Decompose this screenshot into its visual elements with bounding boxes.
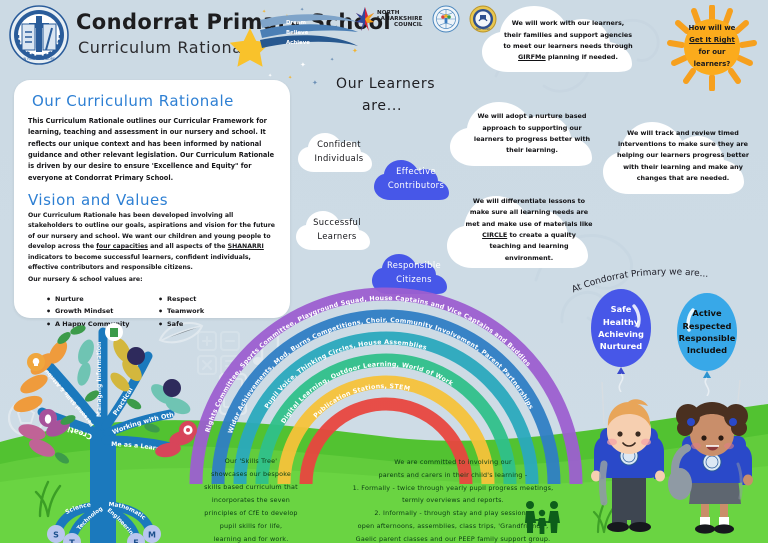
list-item: Safe <box>158 317 268 332</box>
statement-cloud-differentiate: We will differentiate lessons to make su… <box>444 186 614 274</box>
sparkle-icon: ✦ <box>288 75 293 81</box>
sun-icon <box>664 4 760 92</box>
vision-paragraph-c: indicators to become successful learners… <box>28 253 251 271</box>
statement-text: We will differentiate lessons to make su… <box>465 196 593 262</box>
sparkle-icon: ✦ <box>352 47 358 55</box>
skills-tree-diagram: S T M E Science Technology Engineering M… <box>0 302 208 543</box>
balloon-shanarri-left: Safe Healthy Achieving Nurtured <box>590 288 652 392</box>
pupils-illustration <box>588 352 768 543</box>
values-list: Nurture Growth Mindset A Happy Community… <box>28 292 277 333</box>
north-lanarkshire-council-logo: NORTH LANARKSHIRE COUNCIL <box>356 7 423 31</box>
statement-cloud-girfme: We will work with our learners, their fa… <box>478 0 658 78</box>
statement-text: We will work with our learners, their fa… <box>503 19 633 62</box>
four-capacities-link[interactable]: four capacities <box>96 243 148 251</box>
svg-text:Achieve: Achieve <box>286 40 310 46</box>
svg-text:IN FIDE ET LABORE: IN FIDE ET LABORE <box>23 57 55 61</box>
learners-heading-line2: are... <box>362 98 403 114</box>
values-intro: Our nursery & school values are: <box>28 276 143 284</box>
stem-branch-label: Mathematics <box>2 308 147 522</box>
sparkle-icon: ✦ <box>262 9 267 15</box>
balloon-text: Safe Healthy Achieving Nurtured <box>598 304 644 352</box>
pupil-girl <box>668 379 753 534</box>
list-item: A Happy Community <box>46 317 158 332</box>
family-icon <box>522 500 562 534</box>
tree-fruit-berries-icon <box>163 379 181 397</box>
list-item: Respect <box>158 292 268 307</box>
council-logo-text: NORTH LANARKSHIRE COUNCIL <box>377 9 423 29</box>
stem-letter: S <box>53 531 59 540</box>
vision-values-heading: Vision and Values <box>28 190 169 209</box>
pupil-boy <box>591 381 665 532</box>
sparkle-icon: ✦ <box>312 79 318 87</box>
sparkle-icon: ✦ <box>300 7 305 13</box>
rainbow-opportunities: Rights Committee, Sports Committee, Play… <box>186 286 586 486</box>
svg-text:Dream: Dream <box>286 20 306 26</box>
sparkle-icon: ✦ <box>300 61 306 69</box>
gaelic-school-seal: SCOTLAND <box>469 5 497 33</box>
shanarri-link[interactable]: SHANARRI <box>227 243 264 251</box>
stem-letter: T <box>69 539 75 543</box>
stem-letter: M <box>148 531 156 540</box>
vision-paragraph-a: Our Curriculum Rationale has been develo… <box>28 211 275 251</box>
list-item: Nurture <box>46 292 158 307</box>
cloud-shape <box>370 248 458 298</box>
cloud-shape <box>296 128 382 176</box>
cloud-shape <box>444 186 614 274</box>
partner-logos: NORTH LANARKSHIRE COUNCIL SCOTLAND <box>356 5 497 33</box>
school-crest-logo: IN FIDE ET LABORE <box>8 4 70 66</box>
tree-leaves <box>13 325 195 464</box>
stem-letter: E <box>133 539 138 543</box>
rationale-paragraph: This Curriculum Rationale outlines our C… <box>28 116 277 184</box>
list-item: Teamwork <box>158 305 268 320</box>
values-column-two: Respect Teamwork Safe <box>158 292 268 333</box>
sparkle-icon: ✦ <box>316 19 322 27</box>
cloud-shape <box>478 0 658 78</box>
rationale-quote: 'Excellence and Equity" <box>151 162 239 171</box>
star-icon <box>228 26 272 68</box>
values-column-one: Nurture Growth Mindset A Happy Community <box>46 292 158 333</box>
balloon-shanarri-right: Active Respected Responsible Included <box>676 292 738 396</box>
cloud-shape <box>600 112 766 200</box>
sparkle-icon: ✦ <box>268 73 273 79</box>
balloon-arc-caption: At Condorrat Primary we are... <box>560 266 768 300</box>
branch-label-managing-information: Managing Information <box>96 342 103 417</box>
statement-text: We will track and review timed intervent… <box>616 128 750 183</box>
list-item: Growth Mindset <box>46 305 158 320</box>
rationale-paragraph-b: for everyone at Condorrat Primary School… <box>28 162 252 182</box>
tree-fruit-berries-icon <box>127 347 145 365</box>
parent-partnership-description: We are committed to involving our parent… <box>352 458 554 543</box>
rationale-heading: Our Curriculum Rationale <box>32 92 234 110</box>
learners-heading-line1: Our Learners <box>336 76 436 92</box>
vision-values-paragraph: Our Curriculum Rationale has been develo… <box>28 211 277 273</box>
page-subtitle: Curriculum Rationale <box>78 38 259 57</box>
statement-text: We will adopt a nurture based approach t… <box>473 112 591 155</box>
statement-cloud-nurture: We will adopt a nurture based approach t… <box>446 96 618 172</box>
statement-cloud-tracking: We will track and review timed intervent… <box>600 112 766 200</box>
vision-paragraph-b: and all aspects of the <box>147 243 228 251</box>
cloud-shape <box>372 154 460 204</box>
rationale-paragraph-a: This Curriculum Rationale outlines our C… <box>28 117 275 171</box>
cloud-shape <box>294 206 380 254</box>
svg-text:SCOTLAND: SCOTLAND <box>475 27 489 31</box>
sparkle-icon: ✦ <box>330 57 335 63</box>
curriculum-rationale-card: Our Curriculum Rationale This Curriculum… <box>14 80 290 332</box>
skills-tree-description: Our 'Skills Tree' showcases our bespoke … <box>204 457 298 543</box>
balloon-text: Active Respected Responsible Included <box>678 308 736 356</box>
sun-question-text: How will we Get It Right for our learner… <box>688 24 736 69</box>
unicef-rights-respecting-seal <box>432 5 460 33</box>
dream-believe-achieve-ribbon: Dream Believe Achieve <box>252 10 362 68</box>
cloud-shape <box>446 96 618 172</box>
svg-text:Believe: Believe <box>286 30 309 36</box>
